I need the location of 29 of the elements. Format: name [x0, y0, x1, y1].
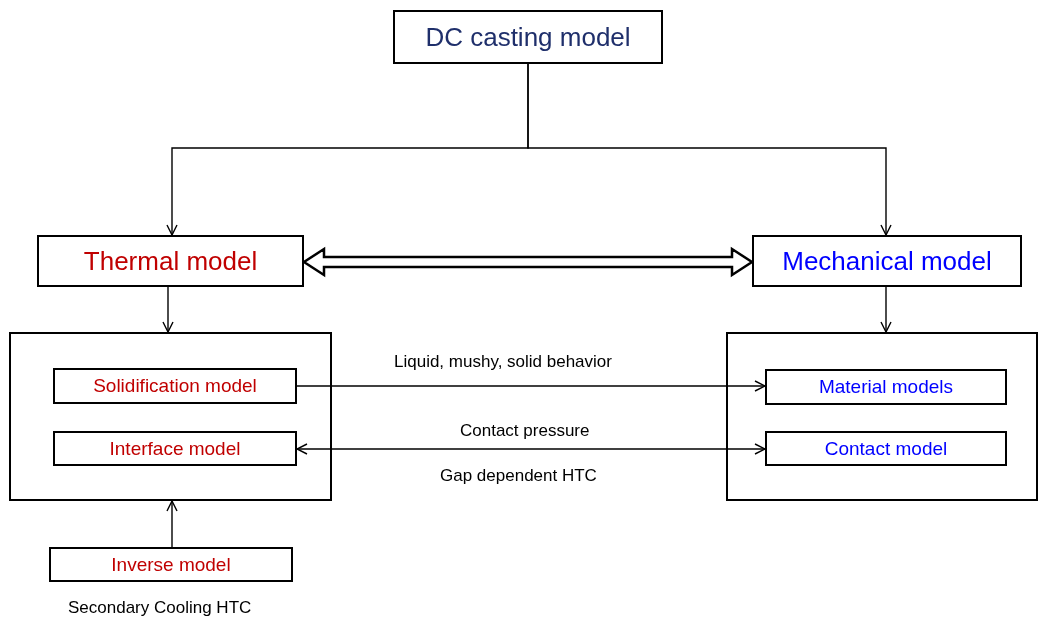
node-label: Thermal model [83, 245, 258, 277]
container-box [9, 332, 332, 501]
container-box [726, 332, 1038, 501]
node-label: Inverse model [111, 553, 231, 576]
arrow [166, 500, 178, 548]
arrow [527, 63, 892, 236]
process-box [53, 431, 297, 466]
arrow [880, 286, 892, 333]
node-label: Material models [818, 376, 954, 398]
arrow [296, 380, 766, 392]
node-caption: Secondary Cooling HTC [66, 598, 254, 618]
node-label: DC casting model [425, 21, 631, 53]
process-box [765, 431, 1007, 466]
arrow [162, 286, 174, 333]
node-label: Contact model [824, 437, 948, 460]
double-arrow [301, 246, 755, 278]
edge-label: Contact pressure [458, 421, 592, 441]
process-box [37, 235, 304, 287]
arrow [296, 443, 766, 455]
node-label: Mechanical model [782, 245, 992, 277]
process-box [53, 368, 297, 404]
process-box [765, 369, 1007, 405]
node-label: Solidification model [93, 375, 257, 397]
node-label: Interface model [109, 437, 241, 460]
process-box [393, 10, 663, 64]
edge-label: Liquid, mushy, solid behavior [392, 352, 614, 372]
process-box [752, 235, 1022, 287]
note-text: Gap dependent HTC [438, 466, 599, 486]
process-box [49, 547, 293, 582]
